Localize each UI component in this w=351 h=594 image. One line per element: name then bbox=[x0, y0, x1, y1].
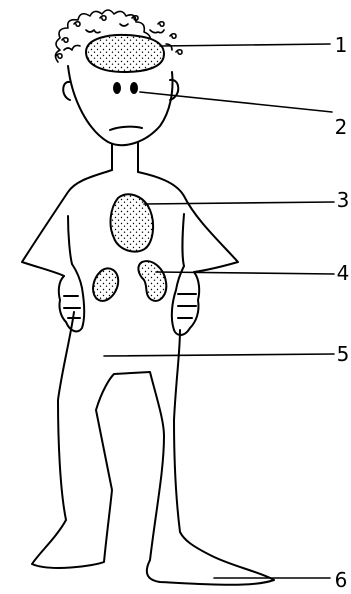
head bbox=[68, 66, 173, 145]
label-2: 2 bbox=[333, 117, 349, 137]
pointer-lines bbox=[104, 44, 334, 578]
left-ear bbox=[63, 82, 70, 100]
pointer-line-5 bbox=[104, 354, 334, 356]
right-kidney bbox=[138, 261, 166, 301]
brain bbox=[86, 35, 164, 72]
left-kidney bbox=[93, 268, 118, 300]
label-1: 1 bbox=[333, 35, 349, 55]
label-3: 3 bbox=[335, 190, 351, 210]
label-4: 4 bbox=[335, 263, 351, 283]
pointer-line-1 bbox=[160, 44, 330, 46]
label-5: 5 bbox=[335, 344, 351, 364]
neck bbox=[112, 142, 138, 172]
pointer-line-4 bbox=[156, 272, 334, 274]
right-eye bbox=[130, 82, 138, 94]
pointer-line-3 bbox=[144, 202, 334, 204]
right-hand bbox=[172, 266, 199, 335]
label-6: 6 bbox=[333, 570, 349, 590]
left-eye bbox=[113, 82, 121, 94]
heart bbox=[111, 194, 154, 251]
mouth bbox=[110, 127, 142, 130]
